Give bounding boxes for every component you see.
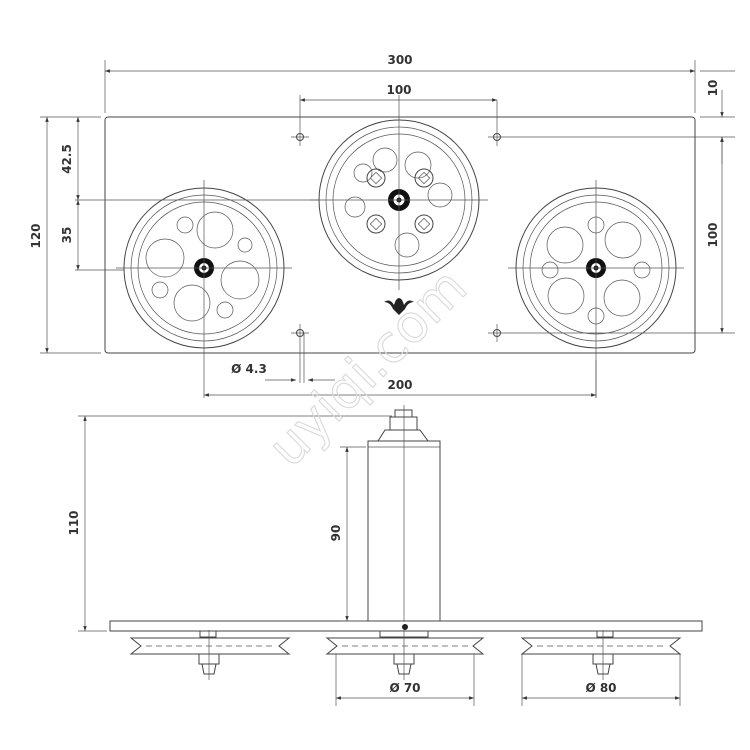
dim-pulley-spacing: 100 <box>386 83 411 97</box>
dim-column-height: 90 <box>329 525 343 542</box>
logo-ornament <box>384 298 414 315</box>
side-pulley-left <box>129 630 291 680</box>
dim-pulley-diameter-large: Ø 80 <box>585 681 616 695</box>
top-view: 300 100 10 42.5 35 120 100 Ø 4.3 200 <box>29 53 735 398</box>
base-plate <box>104 116 696 354</box>
dim-overall-width: 300 <box>387 53 412 67</box>
dim-mount-spacing: 100 <box>706 222 720 247</box>
dim-top-offset: 10 <box>706 80 720 97</box>
dim-plate-height: 120 <box>29 223 43 248</box>
side-pulley-center <box>325 630 485 680</box>
dimension-lines-side <box>78 415 681 706</box>
dim-total-height: 110 <box>67 510 81 535</box>
dim-center-distance: 200 <box>387 378 412 392</box>
dim-pulley-diameter-small: Ø 70 <box>389 681 420 695</box>
side-view: 110 90 Ø 70 Ø 80 <box>67 405 703 706</box>
side-pulley-right <box>520 630 682 680</box>
dim-hole-diameter: Ø 4.3 <box>231 362 267 376</box>
dimension-lines-top <box>40 60 735 398</box>
dim-offset-42-5: 42.5 <box>60 144 74 174</box>
dim-offset-35: 35 <box>60 227 74 244</box>
